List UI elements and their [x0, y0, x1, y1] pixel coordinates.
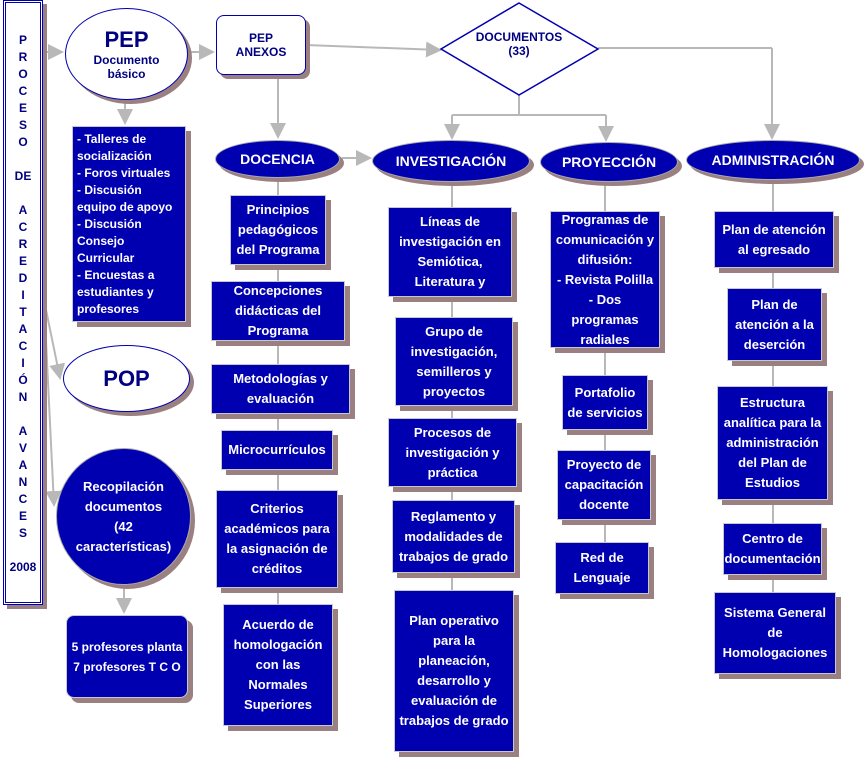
sidebar-letter: O — [18, 67, 28, 81]
sidebar-letter: I — [21, 288, 25, 302]
sidebar-letter: 2008 — [9, 560, 37, 574]
proyeccion-item-box: Red de Lenguaje — [555, 542, 649, 594]
item-label: Programas de comunicación y difusión: - … — [555, 211, 655, 347]
sidebar-letter: C — [18, 220, 28, 234]
sidebar-letter: P — [18, 33, 27, 47]
proyeccion-item-box: Programas de comunicación y difusión: - … — [550, 211, 660, 348]
item-label: Grupo de investigación, semilleros y pro… — [410, 323, 498, 399]
documentos-label[interactable]: DOCUMENTOS (33) — [475, 30, 563, 58]
item-label: Plan de atención al egresado — [722, 221, 826, 257]
docencia-item-box: Metodologías y evaluación — [211, 364, 350, 414]
investigacion-item-box: Reglamento y modalidades de trabajos de … — [392, 500, 515, 573]
administracion-item-box: Plan de atención a la deserción — [727, 288, 822, 361]
sidebar-letter: C — [18, 339, 28, 353]
item-label: Principios pedagógicos del Programa — [236, 202, 320, 257]
item-label: Metodologías y evaluación — [233, 371, 328, 406]
sidebar-letter: A — [18, 424, 28, 438]
sidebar-letter: R — [18, 50, 28, 64]
docencia-item-box: Acuerdo de homologación con las Normales… — [223, 604, 333, 726]
sidebar-letter: C — [18, 492, 28, 506]
administracion-item-box: Sistema General de Homologaciones — [714, 592, 836, 674]
docencia-item-box: Principios pedagógicos del Programa — [230, 195, 326, 265]
investigacion-item-box: Grupo de investigación, semilleros y pro… — [395, 317, 513, 406]
talleres-box: - Talleres de socialización - Foros virt… — [72, 126, 186, 322]
sidebar-letter: A — [18, 203, 28, 217]
administracion-item-box: Estructura analítica para la administrac… — [717, 386, 828, 500]
investigacion-item-box: Líneas de investigación en Semiótica, Li… — [388, 207, 512, 297]
sidebar-letter: V — [18, 441, 27, 455]
item-label: Estructura analítica para la administrac… — [723, 395, 822, 490]
sidebar-letter: Ó — [18, 373, 28, 387]
administracion-item-box: Centro de documentación — [723, 523, 822, 575]
item-label: Acuerdo de homologación con las Normales… — [233, 617, 323, 712]
sidebar-letter — [6, 543, 40, 555]
recopilacion-circle[interactable]: Recopilación documentos (42 característi… — [56, 448, 191, 585]
investigacion-ellipse[interactable]: INVESTIGACIÓN — [372, 140, 530, 182]
pep-ellipse[interactable]: PEP Documento básico — [65, 8, 188, 100]
item-label: Sistema General de Homologaciones — [722, 605, 828, 660]
item-label: Procesos de investigación y práctica — [405, 424, 500, 480]
sidebar-letter: A — [18, 458, 28, 472]
sidebar-letter: T — [19, 305, 27, 319]
proyeccion-item-box: Portafolio de servicios — [562, 375, 648, 430]
docencia-ellipse[interactable]: DOCENCIA — [215, 140, 340, 178]
sidebar-letter: E — [18, 254, 27, 268]
pep-subtitle: Documento básico — [93, 53, 160, 81]
investigacion-item-box: Procesos de investigación y práctica — [388, 418, 517, 487]
pep-title: PEP — [104, 27, 149, 52]
pep-anexos-box[interactable]: PEP ANEXOS — [216, 15, 306, 75]
docencia-item-box: Concepciones didácticas del Programa — [211, 281, 345, 341]
sidebar-letter — [6, 152, 40, 164]
docencia-item-box: Microcurrículos — [221, 430, 333, 470]
sidebar-letter: A — [18, 322, 28, 336]
proyeccion-item-box: Proyecto de capacitación docente — [557, 450, 651, 520]
sidebar-letter: N — [18, 475, 28, 489]
sidebar-letter: R — [18, 237, 28, 251]
item-label: Reglamento y modalidades de trabajos de … — [398, 508, 509, 564]
item-label: Centro de documentación — [724, 531, 821, 566]
sidebar-letter: S — [18, 118, 27, 132]
sidebar-letter: N — [18, 390, 28, 404]
item-label: Plan de atención a la deserción — [735, 296, 814, 352]
sidebar-letter: D — [18, 271, 28, 285]
administracion-ellipse[interactable]: ADMINISTRACIÓN — [686, 140, 860, 180]
sidebar-letter — [6, 407, 40, 419]
sidebar-letter: I — [21, 356, 25, 370]
sidebar-letter: C — [18, 84, 28, 98]
administracion-item-box: Plan de atención al egresado — [714, 211, 834, 268]
profesores-box: 5 profesores planta 7 profesores T C O — [66, 615, 188, 698]
item-label: Red de Lenguaje — [573, 550, 631, 585]
docencia-item-box: Criterios académicos para la asignación … — [216, 490, 338, 588]
item-label: Plan operativo para la planeación, desar… — [399, 613, 509, 728]
item-label: Portafolio de servicios — [567, 384, 643, 420]
item-label: Microcurrículos — [228, 442, 326, 457]
item-label: Concepciones didácticas del Programa — [233, 283, 323, 338]
pop-ellipse[interactable]: POP — [63, 345, 190, 412]
sidebar-letter: E — [18, 509, 27, 523]
sidebar-letter — [6, 186, 40, 198]
item-label: Líneas de investigación en Semiótica, Li… — [399, 214, 501, 289]
sidebar-letter: O — [18, 135, 28, 149]
investigacion-item-box: Plan operativo para la planeación, desar… — [394, 590, 514, 752]
sidebar-letter: DE — [14, 169, 32, 183]
item-label: Criterios académicos para la asignación … — [224, 501, 330, 576]
sidebar-letter: S — [18, 526, 27, 540]
proyeccion-ellipse[interactable]: PROYECCIÓN — [540, 142, 678, 182]
item-label: Proyecto de capacitación docente — [564, 457, 644, 512]
sidebar-letter: E — [18, 101, 27, 115]
